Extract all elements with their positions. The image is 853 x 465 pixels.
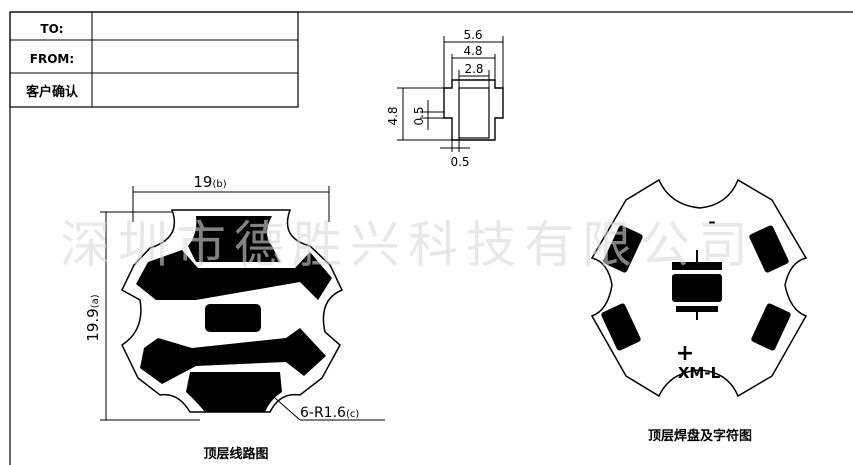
- customer-confirm-label: 客户确认: [26, 84, 79, 100]
- pad-bottom-left: [601, 303, 641, 351]
- left-board-caption: 顶层线路图: [203, 446, 268, 462]
- dim-width-middle: 4.8: [463, 44, 482, 58]
- left-width-suffix: (b): [212, 179, 226, 190]
- left-width-value: 19(b): [193, 173, 226, 191]
- dim-height-small: 0.5: [412, 106, 426, 125]
- right-board-drawing: [590, 178, 808, 398]
- left-width-number: 19: [193, 173, 212, 191]
- form-table: TO: FROM: 客户确认: [9, 11, 299, 108]
- dim-width-outer: 5.6: [463, 28, 482, 42]
- left-height-value: 19.9(a): [84, 294, 102, 341]
- pad-top-left: [603, 225, 643, 273]
- left-radius-number: 6-R1.6: [300, 405, 346, 421]
- left-height-number: 19.9: [84, 308, 102, 341]
- pad-center: [672, 274, 722, 302]
- model-label: XM-L: [678, 364, 721, 382]
- pad-bottom-right: [751, 303, 791, 351]
- dim-height: 4.8: [386, 106, 400, 125]
- left-radius-suffix: (c): [346, 409, 359, 420]
- from-label: FROM:: [30, 52, 74, 66]
- left-radius-value: 6-R1.6(c): [300, 405, 359, 421]
- plus-mark: +: [676, 341, 694, 366]
- dim-width-inner: 2.8: [464, 62, 483, 76]
- left-height-suffix: (a): [90, 294, 101, 308]
- left-board-drawing: [100, 186, 385, 421]
- minus-mark: -: [708, 212, 715, 233]
- right-board-caption: 顶层焊盘及字符图: [648, 428, 752, 444]
- pad-top-right: [749, 225, 789, 273]
- pad-detail-drawing: [397, 36, 504, 152]
- dim-bottom: 0.5: [450, 155, 469, 169]
- to-label: TO:: [40, 22, 63, 36]
